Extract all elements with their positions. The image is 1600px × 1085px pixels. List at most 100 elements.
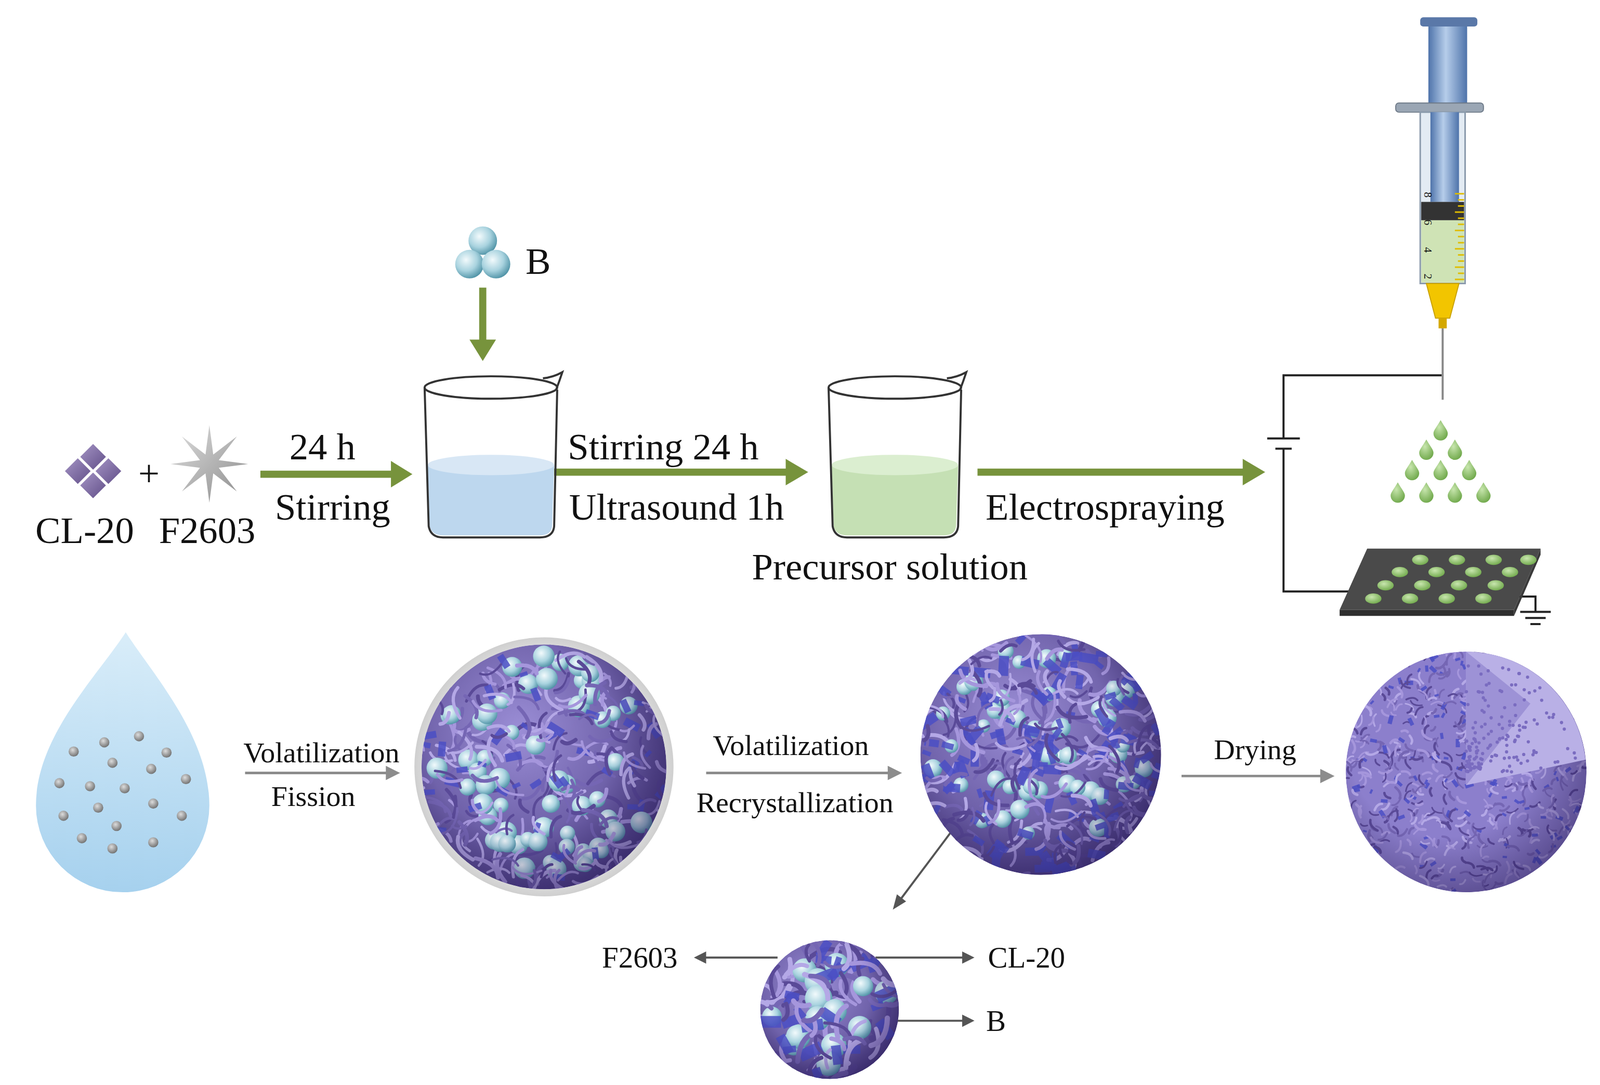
texture [1510, 770, 1514, 774]
texture [1487, 682, 1491, 686]
texture [1517, 724, 1521, 728]
circuit-wire [1283, 375, 1442, 439]
process-arrow [479, 287, 487, 343]
spray-droplet [1419, 482, 1434, 503]
texture [1501, 769, 1505, 773]
process-arrow [977, 468, 1246, 477]
particle [76, 833, 88, 844]
process-arrow [390, 461, 413, 488]
syringe [1458, 242, 1465, 244]
texture [1507, 719, 1512, 724]
syringe [1420, 112, 1465, 284]
texture [1572, 751, 1576, 755]
boron-icon [455, 226, 511, 279]
component-callout: B [986, 1006, 1006, 1037]
composite-microsphere [421, 644, 667, 890]
step-arrow [887, 766, 902, 781]
process-arrow [785, 458, 809, 486]
texture [1505, 743, 1509, 747]
collector-plate [1514, 548, 1541, 617]
texture [1494, 754, 1499, 758]
syringe [1395, 102, 1484, 113]
beaker [828, 387, 962, 538]
syringe [1438, 318, 1447, 329]
step-label: Stirring 24 h [567, 427, 759, 466]
syringe [1454, 229, 1465, 232]
texture [1504, 750, 1508, 754]
polymer-strand [403, 734, 424, 751]
polymer-strand [413, 788, 424, 802]
polymer-strand [424, 679, 452, 690]
particle [58, 810, 69, 822]
texture [1467, 758, 1472, 763]
particle [111, 821, 122, 832]
texture [1547, 715, 1551, 719]
deposited-droplet [1365, 555, 1537, 605]
step-label: Ultrasound 1h [569, 488, 785, 527]
texture [1490, 755, 1494, 759]
beaker [424, 387, 558, 538]
step-label: Stirring [274, 488, 391, 527]
particle [146, 764, 157, 775]
particle [119, 783, 130, 794]
texture [1544, 711, 1549, 715]
texture [1502, 756, 1506, 760]
shading [920, 634, 1162, 876]
texture [1464, 739, 1468, 743]
texture [1504, 738, 1508, 742]
process-arrow [469, 339, 496, 361]
texture [1466, 664, 1471, 668]
f2603-icon [170, 425, 248, 503]
beaker [831, 465, 959, 536]
cutaway-face [1465, 651, 1531, 786]
texture [1472, 737, 1476, 741]
texture [1472, 757, 1476, 762]
texture [1481, 696, 1485, 700]
step-arrow [244, 766, 1335, 784]
texture [1532, 689, 1537, 693]
texture [1475, 751, 1479, 755]
leader-arrow [893, 894, 907, 910]
texture [1540, 698, 1544, 702]
texture [1488, 744, 1492, 748]
texture [1474, 745, 1478, 750]
texture [1522, 688, 1526, 692]
spray-droplet [1405, 460, 1420, 481]
deposited-droplet [1365, 593, 1382, 605]
syringe [1454, 211, 1465, 214]
syringe [1426, 283, 1460, 319]
deposited-droplet [1428, 567, 1445, 578]
texture [1497, 723, 1501, 727]
stage-label: Precursor solution [751, 548, 1028, 587]
plus-sign: + [138, 454, 160, 493]
deposited-droplet [1401, 593, 1419, 605]
circuit-wire [1267, 437, 1301, 440]
f2603-icon [170, 425, 248, 503]
texture [1526, 675, 1530, 679]
step-label: Drying [1213, 735, 1296, 765]
syringe [1458, 199, 1465, 201]
beaker [424, 372, 563, 538]
syringe [1421, 202, 1464, 221]
texture [1495, 740, 1499, 744]
texture [1479, 672, 1483, 676]
deposited-droplet [1501, 567, 1518, 578]
ground-symbol [1525, 617, 1546, 620]
syringe [1458, 260, 1465, 262]
beaker [828, 372, 967, 538]
texture [1507, 723, 1512, 727]
texture [1517, 672, 1521, 676]
spray-droplet [1390, 420, 1491, 504]
texture [1467, 762, 1471, 766]
leader-arrow [962, 1015, 975, 1028]
texture [1525, 759, 1529, 763]
texture [1524, 720, 1528, 725]
texture [1501, 666, 1505, 670]
step-label: 24 h [289, 427, 356, 466]
composite-microsphere [759, 940, 899, 1080]
texture [1477, 767, 1481, 771]
texture [1517, 672, 1521, 676]
scale-number: 8 [1421, 192, 1434, 199]
texture [1500, 727, 1504, 731]
